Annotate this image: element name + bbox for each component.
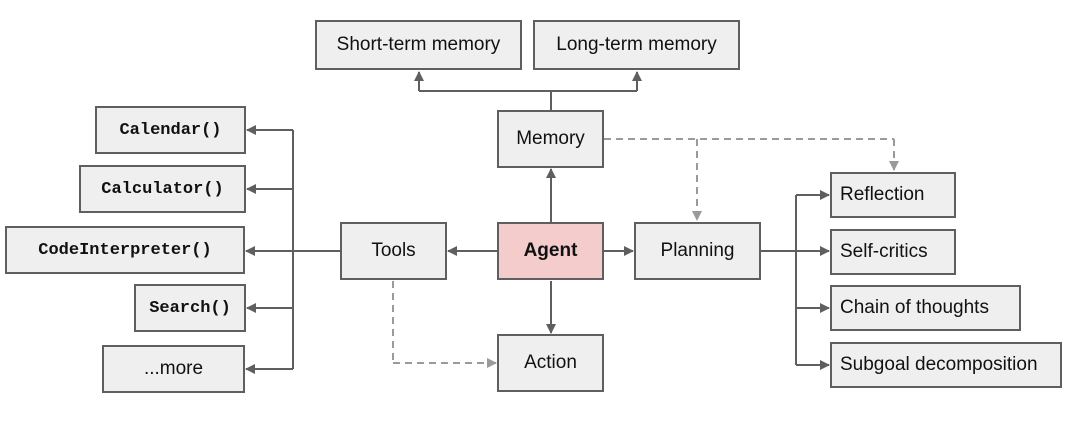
tools-action-dashed-connector bbox=[392, 281, 497, 368]
memory-to-stores-connector bbox=[414, 71, 642, 110]
tool-item-calendar: Calendar() bbox=[95, 106, 246, 154]
tools-box: Tools bbox=[340, 222, 447, 280]
memory-dashed-connector bbox=[604, 138, 899, 221]
action-box: Action bbox=[497, 334, 604, 392]
tools-to-items-connector bbox=[245, 125, 340, 374]
planning-item-subgoal-decomposition: Subgoal decomposition bbox=[830, 342, 1062, 388]
tool-item-code-interpreter: CodeInterpreter() bbox=[5, 226, 245, 274]
planning-item-chain-of-thoughts: Chain of thoughts bbox=[830, 285, 1021, 331]
long-term-memory-box: Long-term memory bbox=[533, 20, 740, 70]
memory-box: Memory bbox=[497, 110, 604, 168]
agent-connectors bbox=[447, 168, 634, 334]
tool-item-more: ...more bbox=[102, 345, 245, 393]
planning-to-items-connector bbox=[761, 190, 830, 370]
tool-item-calculator: Calculator() bbox=[79, 165, 246, 213]
planning-box: Planning bbox=[634, 222, 761, 280]
planning-item-reflection: Reflection bbox=[830, 172, 956, 218]
planning-item-self-critics: Self-critics bbox=[830, 229, 956, 275]
agent-box: Agent bbox=[497, 222, 604, 280]
tool-item-search: Search() bbox=[134, 284, 246, 332]
short-term-memory-box: Short-term memory bbox=[315, 20, 522, 70]
